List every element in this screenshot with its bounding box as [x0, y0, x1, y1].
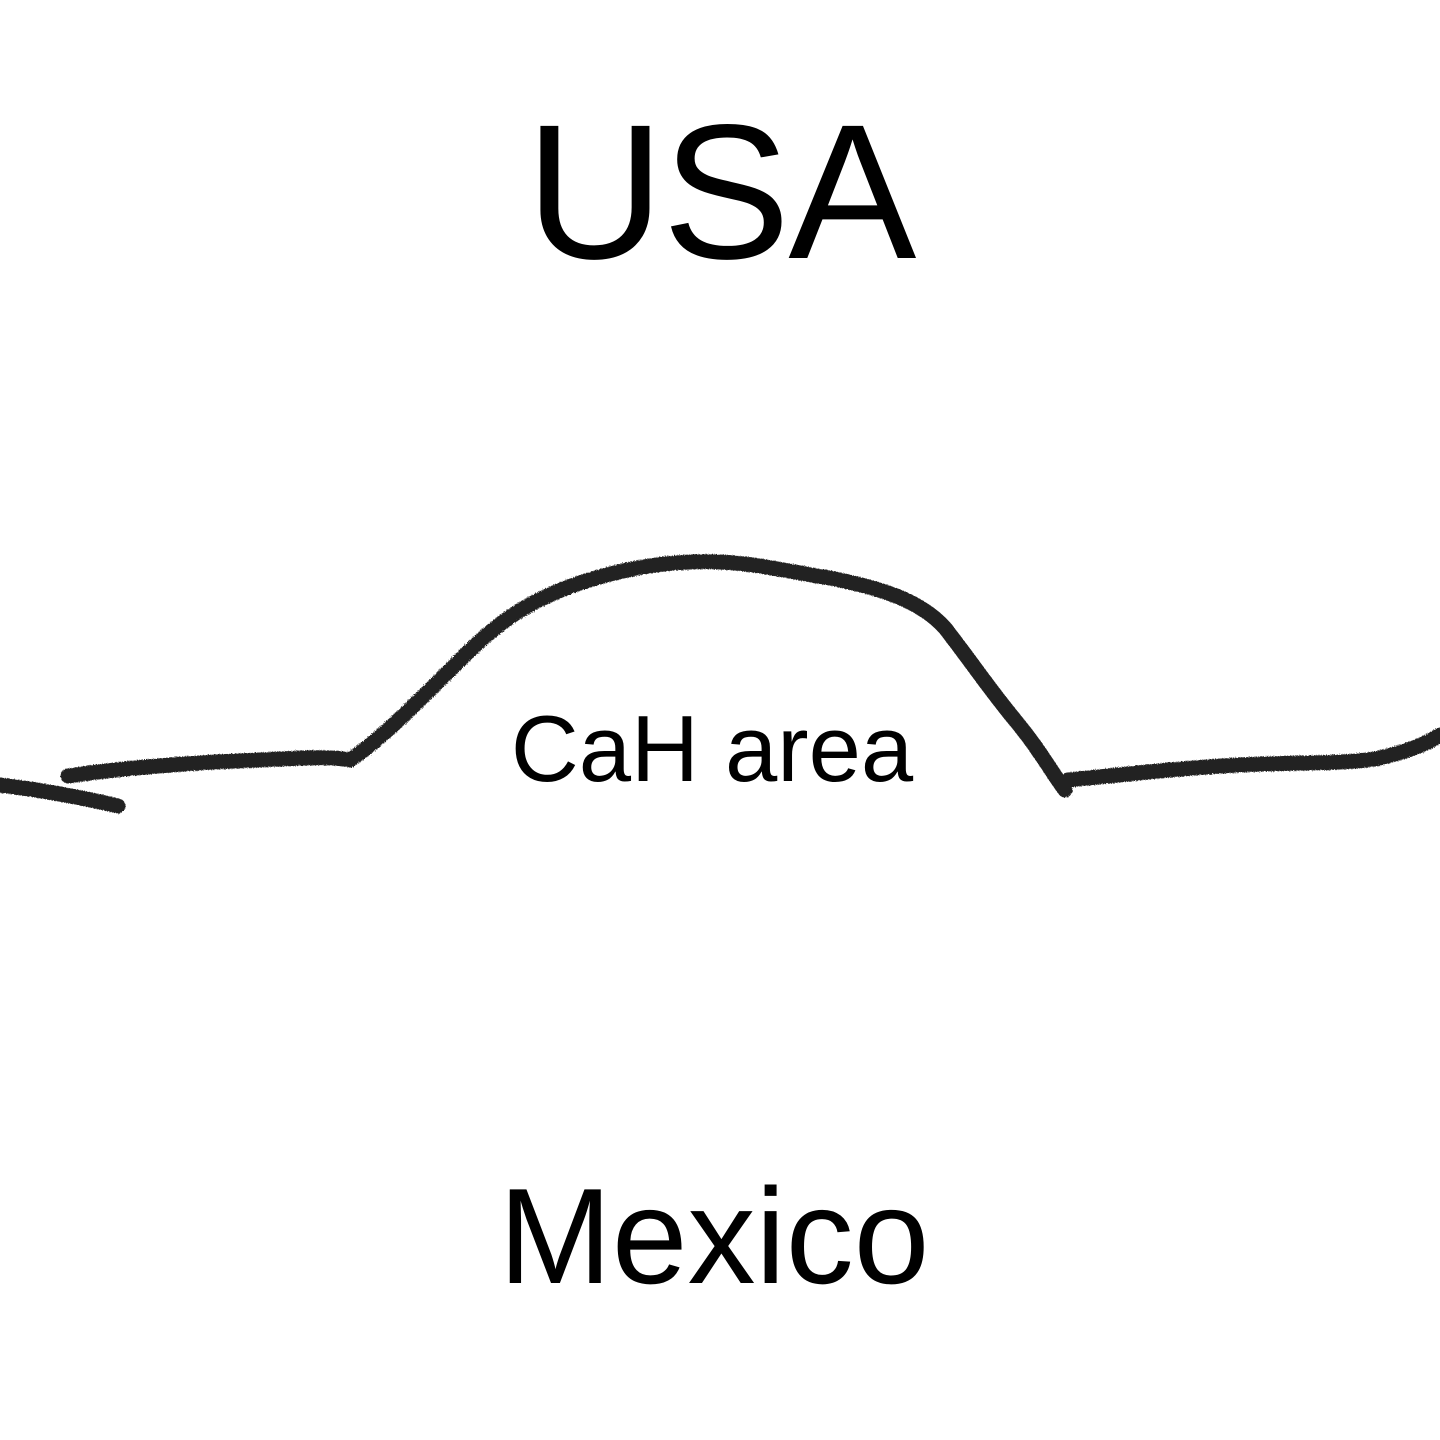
border-stroke-right — [1060, 727, 1440, 788]
mexico-label: Mexico — [498, 1160, 930, 1312]
cah-area-label: CaH area — [510, 696, 914, 801]
border-stroke-left-hook — [0, 777, 126, 814]
border-stroke-left — [60, 750, 358, 784]
border-stroke-arc — [342, 554, 1073, 798]
usa-label: USA — [525, 84, 917, 299]
